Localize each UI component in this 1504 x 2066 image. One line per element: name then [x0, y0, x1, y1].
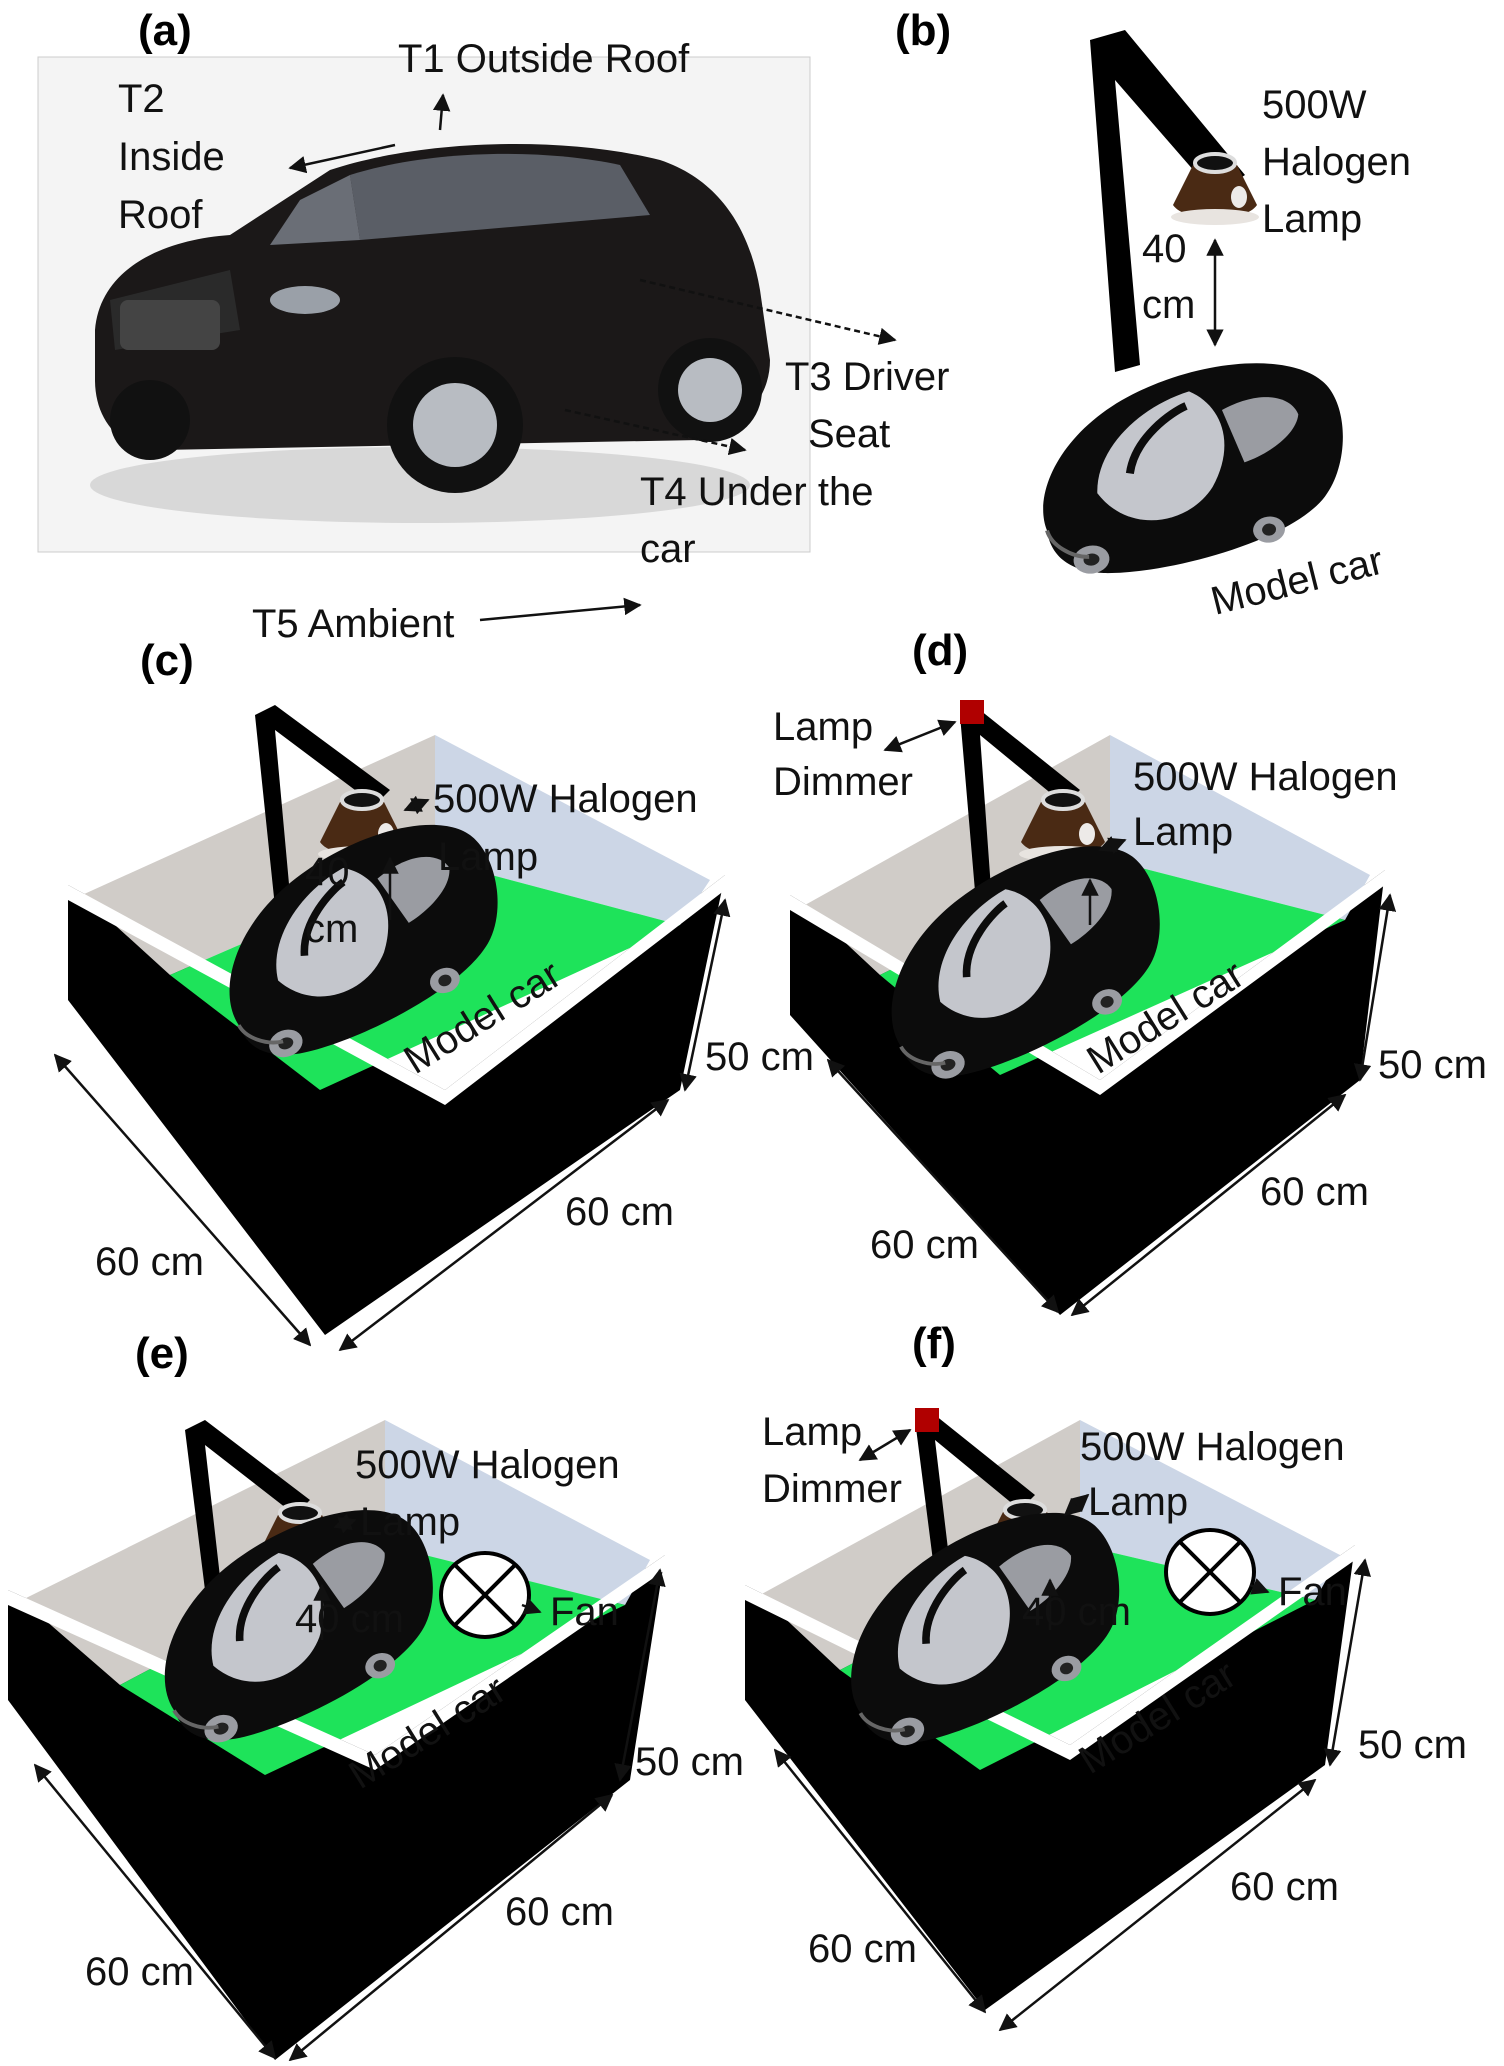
lamp-line1: 500W Halogen: [1133, 755, 1398, 799]
distance-line1: 40: [1142, 227, 1187, 271]
height-label: 50 cm: [1378, 1043, 1487, 1087]
distance-line2: cm: [305, 907, 358, 951]
fan-label: Fan: [550, 1590, 619, 1634]
panel-c: (c) 500W Halogen Lamp 40 cm Model car 50…: [53, 636, 814, 1352]
depth-label: 60 cm: [95, 1240, 204, 1284]
fan-icon: [1164, 1528, 1256, 1616]
t2-line1: T2: [118, 77, 165, 121]
dimmer-knob-icon: [915, 1408, 939, 1432]
lamp-line2: Halogen: [1262, 140, 1411, 184]
halogen-lamp-icon: [1169, 152, 1261, 227]
width-label: 60 cm: [1260, 1170, 1369, 1214]
t3-line1: T3 Driver: [785, 355, 949, 399]
model-car: [1026, 350, 1358, 583]
t1-label: T1 Outside Roof: [398, 37, 690, 81]
distance-label: 40 cm: [1022, 1590, 1131, 1634]
lamp-line1: 500W: [1262, 83, 1367, 127]
panel-a: (a) T1 Outside Roof T2 Inside Roof: [37, 6, 949, 646]
fan-label: Fan: [1278, 1570, 1347, 1614]
dimmer-line1: Lamp: [762, 1410, 862, 1454]
sensor-t2: T2 Inside Roof: [118, 77, 396, 237]
width-label: 60 cm: [1230, 1865, 1339, 1909]
t4-line1: T4 Under the: [640, 470, 873, 514]
sensor-t4: T4 Under the car: [564, 408, 873, 571]
distance-label: 40 cm: [295, 1597, 404, 1641]
dimmer-knob-icon: [960, 700, 984, 724]
suv-photo: [90, 143, 770, 523]
sensor-t5: T5 Ambient: [252, 597, 642, 646]
dimmer-line1: Lamp: [773, 705, 873, 749]
t3-line2: Seat: [808, 412, 890, 456]
panel-f: (f) 500W Halogen Lamp Lamp Dimmer 40 cm …: [745, 1319, 1467, 2032]
panel-b-letter: (b): [895, 6, 951, 55]
lamp-line2: Lamp: [438, 835, 538, 879]
panel-c-letter: (c): [140, 636, 194, 685]
sensor-t3: T3 Driver Seat: [639, 278, 949, 456]
fan-icon: [439, 1551, 531, 1639]
depth-label: 60 cm: [85, 1950, 194, 1994]
distance-line1: 40: [305, 850, 350, 894]
lamp-line2: Lamp: [1088, 1480, 1188, 1524]
height-label: 50 cm: [635, 1740, 744, 1784]
t2-line2: Inside: [118, 135, 225, 179]
dimmer-line2: Dimmer: [773, 760, 913, 804]
lamp-line1: 500W Halogen: [1080, 1425, 1345, 1469]
lamp-line2: Lamp: [360, 1500, 460, 1544]
panel-e-letter: (e): [135, 1329, 189, 1378]
t4-line2: car: [640, 527, 696, 571]
panel-a-letter: (a): [138, 6, 192, 55]
height-label: 50 cm: [705, 1035, 814, 1079]
dimmer-line2: Dimmer: [762, 1467, 902, 1511]
lamp-stand: [1090, 30, 1245, 372]
panel-f-letter: (f): [912, 1319, 956, 1368]
car-label: Model car: [1207, 539, 1388, 624]
lamp-line1: 500W Halogen: [355, 1443, 620, 1487]
panel-b: (b) 500W Halogen Lamp 40 cm Model car: [895, 6, 1411, 624]
lamp-line1: 500W Halogen: [433, 777, 698, 821]
depth-label: 60 cm: [808, 1927, 917, 1971]
panel-d-letter: (d): [912, 626, 968, 675]
panel-d: (d) 500W Halogen Lamp Lamp Dimmer Model …: [773, 626, 1487, 1317]
lamp-line3: Lamp: [1262, 197, 1362, 241]
t2-line3: Roof: [118, 193, 203, 237]
sensor-t1: T1 Outside Roof: [398, 37, 690, 131]
width-label: 60 cm: [505, 1890, 614, 1934]
height-label: 50 cm: [1358, 1723, 1467, 1767]
distance-line2: cm: [1142, 283, 1195, 327]
width-label: 60 cm: [565, 1190, 674, 1234]
lamp-line2: Lamp: [1133, 810, 1233, 854]
t5-label: T5 Ambient: [252, 602, 454, 646]
depth-label: 60 cm: [870, 1223, 979, 1267]
panel-e: (e) 500W Halogen Lamp 40 cm Fan Model ca…: [8, 1329, 744, 2062]
